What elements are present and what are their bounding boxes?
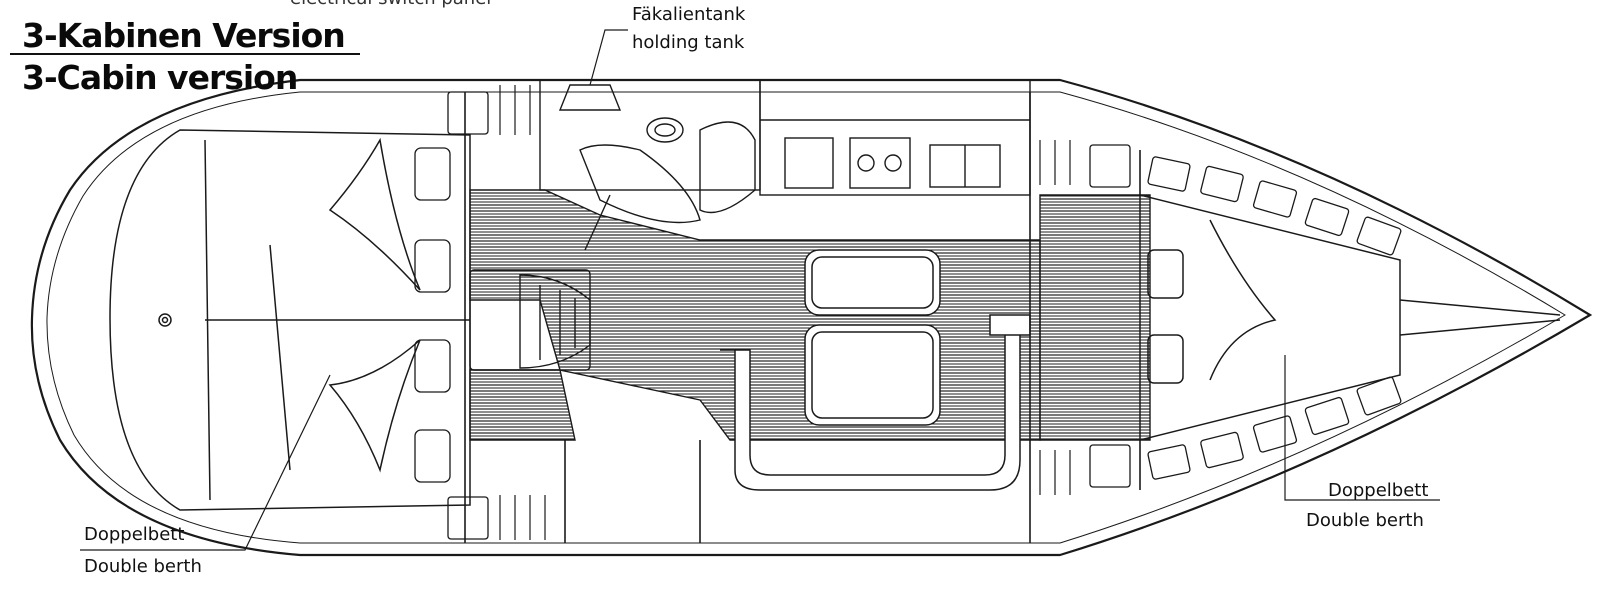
holding-tank-label-en: holding tank <box>632 32 745 53</box>
companionway <box>469 269 591 371</box>
title-english: 3-Cabin version <box>22 58 298 97</box>
hull-outline <box>30 78 1593 557</box>
hull-inner-line <box>46 91 1566 544</box>
title-german: 3-Kabinen Version <box>22 16 346 55</box>
hanging-lockers <box>499 85 1071 540</box>
hull-lockers <box>447 91 1402 540</box>
top-partial-label: electrical switch panel <box>290 0 491 9</box>
holding-tank-label-de: Fäkalientank <box>632 4 746 25</box>
fwd-berth-label-de: Doppelbett <box>1328 480 1429 501</box>
bulkheads <box>464 92 1141 543</box>
aft-double-berth <box>109 129 471 511</box>
forward-double-berth <box>1139 194 1561 441</box>
aft-berth-label-de: Doppelbett <box>84 524 185 545</box>
leader-lines <box>80 29 1440 551</box>
saloon <box>720 249 1031 491</box>
aft-berth-label-en: Double berth <box>84 556 202 577</box>
fwd-berth-label-en: Double berth <box>1306 510 1424 531</box>
galley <box>759 79 1031 196</box>
aft-cushions <box>414 147 451 483</box>
